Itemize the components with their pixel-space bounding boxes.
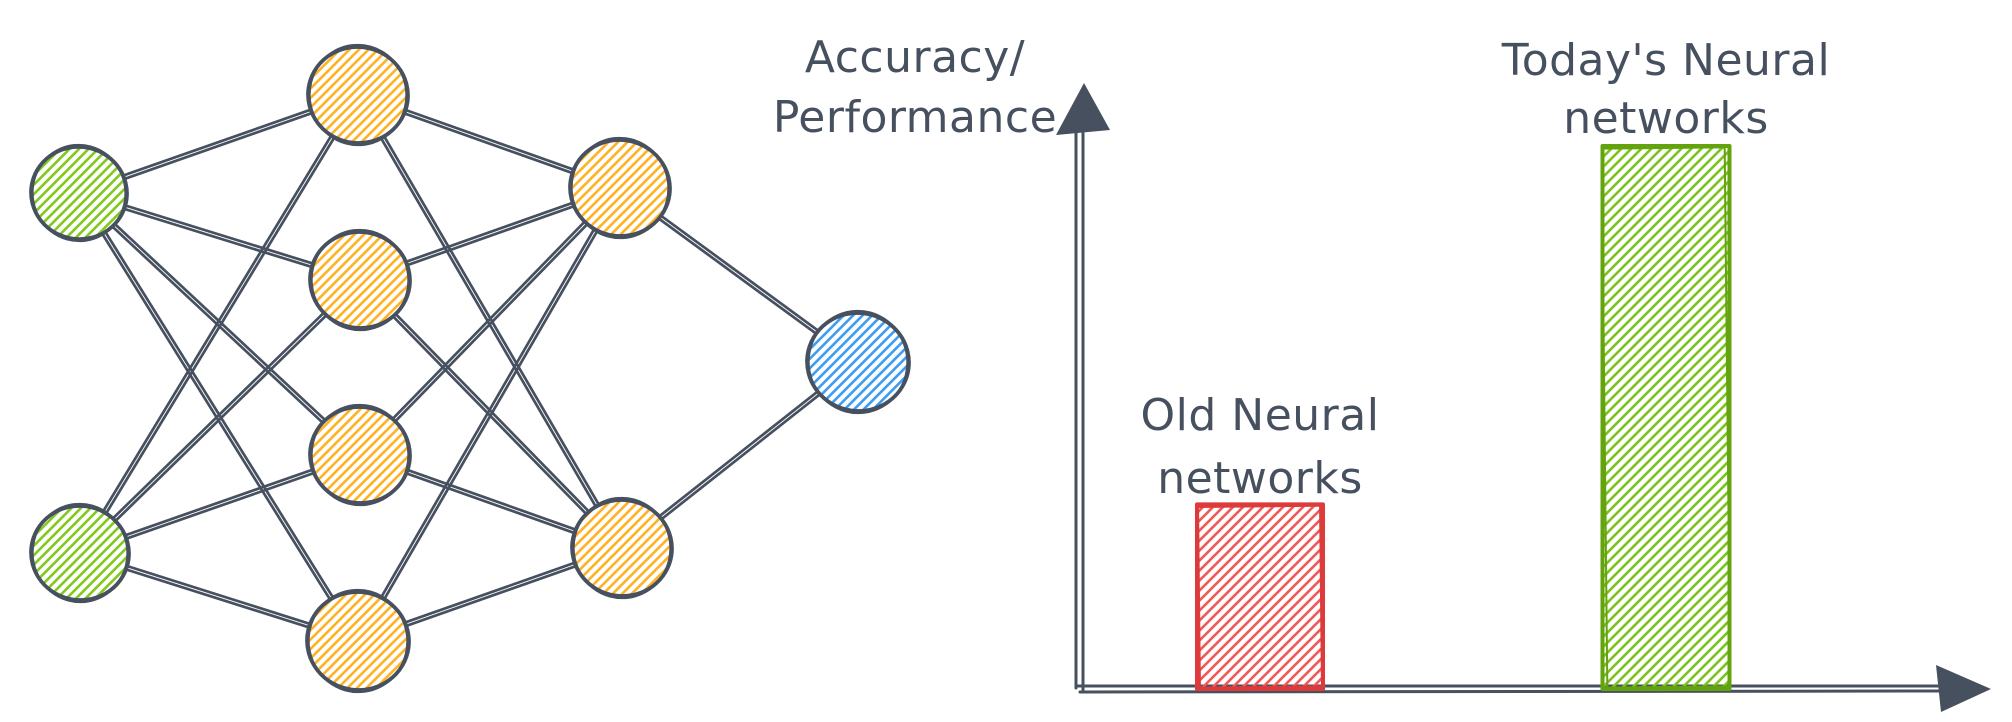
bar-0 (1195, 502, 1325, 691)
network-edge (77, 277, 361, 554)
network-node-hidden2-orange (570, 496, 674, 600)
bar-label-today-line1: Today's Neural (1501, 35, 1830, 86)
network-edge (79, 279, 363, 556)
bar-label-old-line2: networks (1157, 453, 1363, 504)
y-axis (1074, 118, 1085, 692)
bar-label-old-line1: Old Neural (1141, 390, 1380, 441)
y-axis-arrowhead (1056, 83, 1110, 135)
network-edge (359, 187, 623, 458)
network-node-hidden1-orange (306, 43, 410, 147)
bars (1195, 144, 1732, 691)
network-node-hidden1-orange (308, 228, 412, 332)
network-node-input-green (29, 502, 131, 604)
bar-label-today-line2: networks (1563, 93, 1769, 144)
network-edge (357, 185, 621, 456)
x-axis-arrowhead (1936, 665, 1991, 712)
network-edge (355, 185, 620, 642)
bar-chart: Accuracy/ Performance Old Neural network… (773, 32, 1991, 712)
network-node-hidden1-orange (308, 403, 412, 507)
y-axis-label-line2: Performance (773, 92, 1057, 143)
network-edge (76, 192, 361, 458)
network-node-output-blue (805, 309, 911, 415)
network-edge (79, 190, 361, 642)
network-node-hidden2-orange (568, 136, 672, 240)
network-nodes (29, 43, 911, 694)
bar-1 (1600, 144, 1732, 691)
y-axis-label-line1: Accuracy/ (805, 32, 1025, 83)
network-edge (358, 187, 623, 644)
network-edges (76, 91, 861, 645)
network-edge (80, 94, 361, 556)
network-node-input-green (29, 143, 129, 243)
network-node-hidden1-orange (305, 588, 411, 694)
network-edge (77, 92, 358, 554)
